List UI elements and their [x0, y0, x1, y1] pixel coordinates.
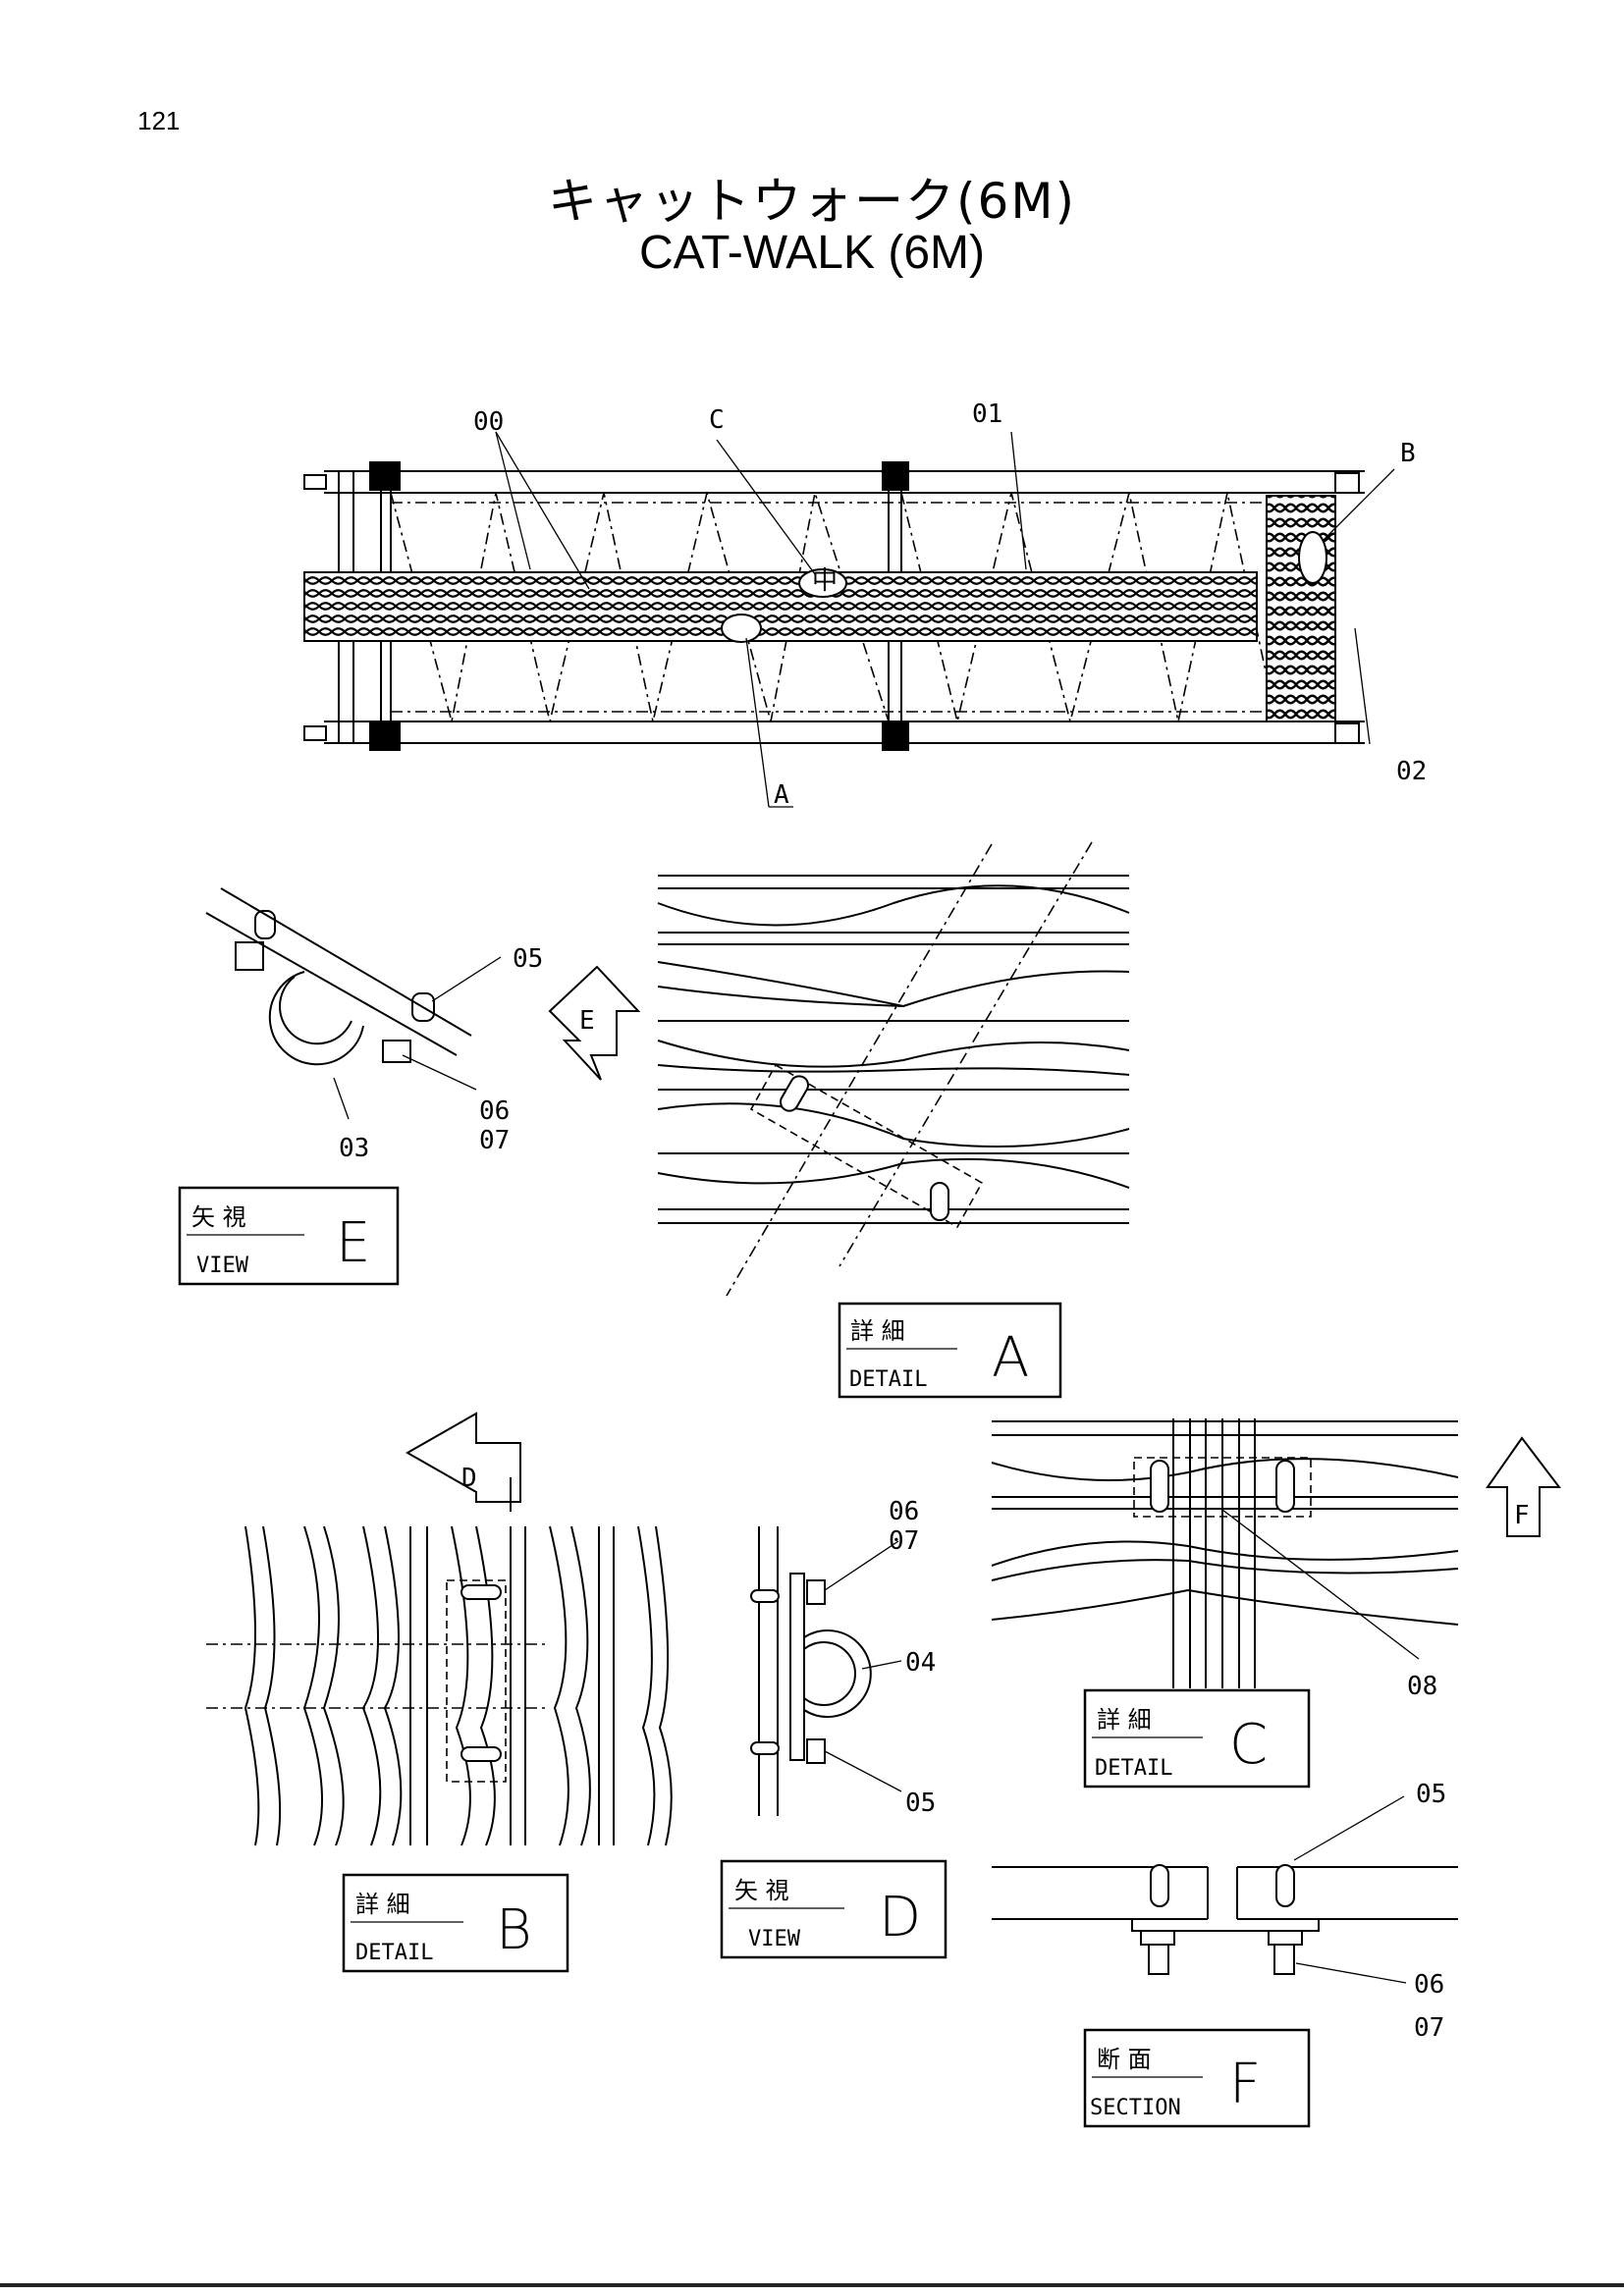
- svg-text:VIEW: VIEW: [196, 1254, 249, 1278]
- callout-05-view-d: 05: [905, 1789, 936, 1818]
- svg-text:VIEW: VIEW: [748, 1927, 801, 1951]
- detail-b-plate: 詳 細 DETAIL B: [342, 1873, 569, 1973]
- callout-06-view-e: 06: [479, 1096, 510, 1126]
- svg-text:断 面: 断 面: [1097, 2046, 1152, 2073]
- svg-text:詳 細: 詳 細: [1097, 1706, 1152, 1734]
- arrow-letter-e: E: [579, 1006, 595, 1036]
- section-f-plate: 断 面 SECTION F: [1083, 2028, 1311, 2128]
- callout-06-section-f: 06: [1414, 1970, 1444, 2000]
- svg-text:DETAIL: DETAIL: [849, 1367, 927, 1392]
- bottom-rule: [0, 2283, 1624, 2287]
- detail-b-drawing: [206, 1412, 673, 1846]
- ref-c: C: [709, 405, 725, 435]
- callout-03: 03: [339, 1134, 369, 1163]
- callout-05-section-f: 05: [1416, 1780, 1446, 1809]
- arrow-letter-d: D: [461, 1464, 477, 1493]
- svg-text:矢 視: 矢 視: [191, 1203, 246, 1231]
- svg-text:E: E: [336, 1211, 370, 1275]
- arrow-letter-f: F: [1514, 1501, 1530, 1530]
- detail-a-plate: 詳 細 DETAIL A: [838, 1302, 1062, 1399]
- detail-c-plate: 詳 細 DETAIL C: [1083, 1688, 1311, 1789]
- callout-00: 00: [473, 407, 504, 437]
- section-f-drawing: [992, 1795, 1458, 1984]
- callout-07-view-e: 07: [479, 1126, 510, 1155]
- svg-text:DETAIL: DETAIL: [355, 1941, 433, 1965]
- view-d-drawing: [750, 1526, 902, 1816]
- svg-text:詳 細: 詳 細: [850, 1317, 905, 1345]
- ref-b: B: [1400, 439, 1416, 468]
- view-e-drawing: [205, 887, 641, 1120]
- svg-text:C: C: [1229, 1713, 1268, 1777]
- view-d-plate: 矢 視 VIEW D: [720, 1859, 947, 1959]
- svg-text:A: A: [992, 1326, 1029, 1390]
- title-english: CAT-WALK (6M): [638, 227, 985, 279]
- callout-05-view-e: 05: [513, 944, 543, 974]
- callout-07-view-d: 07: [889, 1526, 919, 1556]
- callout-02: 02: [1396, 757, 1427, 786]
- view-e-plate: 矢 視 VIEW E: [178, 1186, 400, 1286]
- svg-text:矢 視: 矢 視: [734, 1877, 789, 1904]
- ref-a: A: [774, 780, 789, 810]
- svg-text:詳 細: 詳 細: [355, 1891, 410, 1918]
- svg-text:F: F: [1229, 2053, 1261, 2116]
- svg-text:B: B: [496, 1898, 532, 1962]
- callout-04: 04: [905, 1648, 936, 1678]
- svg-text:D: D: [879, 1886, 921, 1949]
- callout-07-section-f: 07: [1414, 2013, 1444, 2043]
- detail-a-drawing: [657, 841, 1130, 1297]
- callout-06-view-d: 06: [889, 1497, 919, 1526]
- svg-text:中: 中: [812, 566, 838, 596]
- svg-text:DETAIL: DETAIL: [1095, 1756, 1172, 1781]
- detail-c-drawing: [991, 1418, 1562, 1688]
- svg-text:SECTION: SECTION: [1090, 2096, 1181, 2120]
- page-number: 121: [137, 106, 181, 135]
- callout-08: 08: [1407, 1672, 1437, 1701]
- callout-01: 01: [972, 400, 1002, 429]
- main-assembly-view: 中: [303, 431, 1395, 808]
- title-japanese: キャットウォーク(6M): [548, 173, 1076, 230]
